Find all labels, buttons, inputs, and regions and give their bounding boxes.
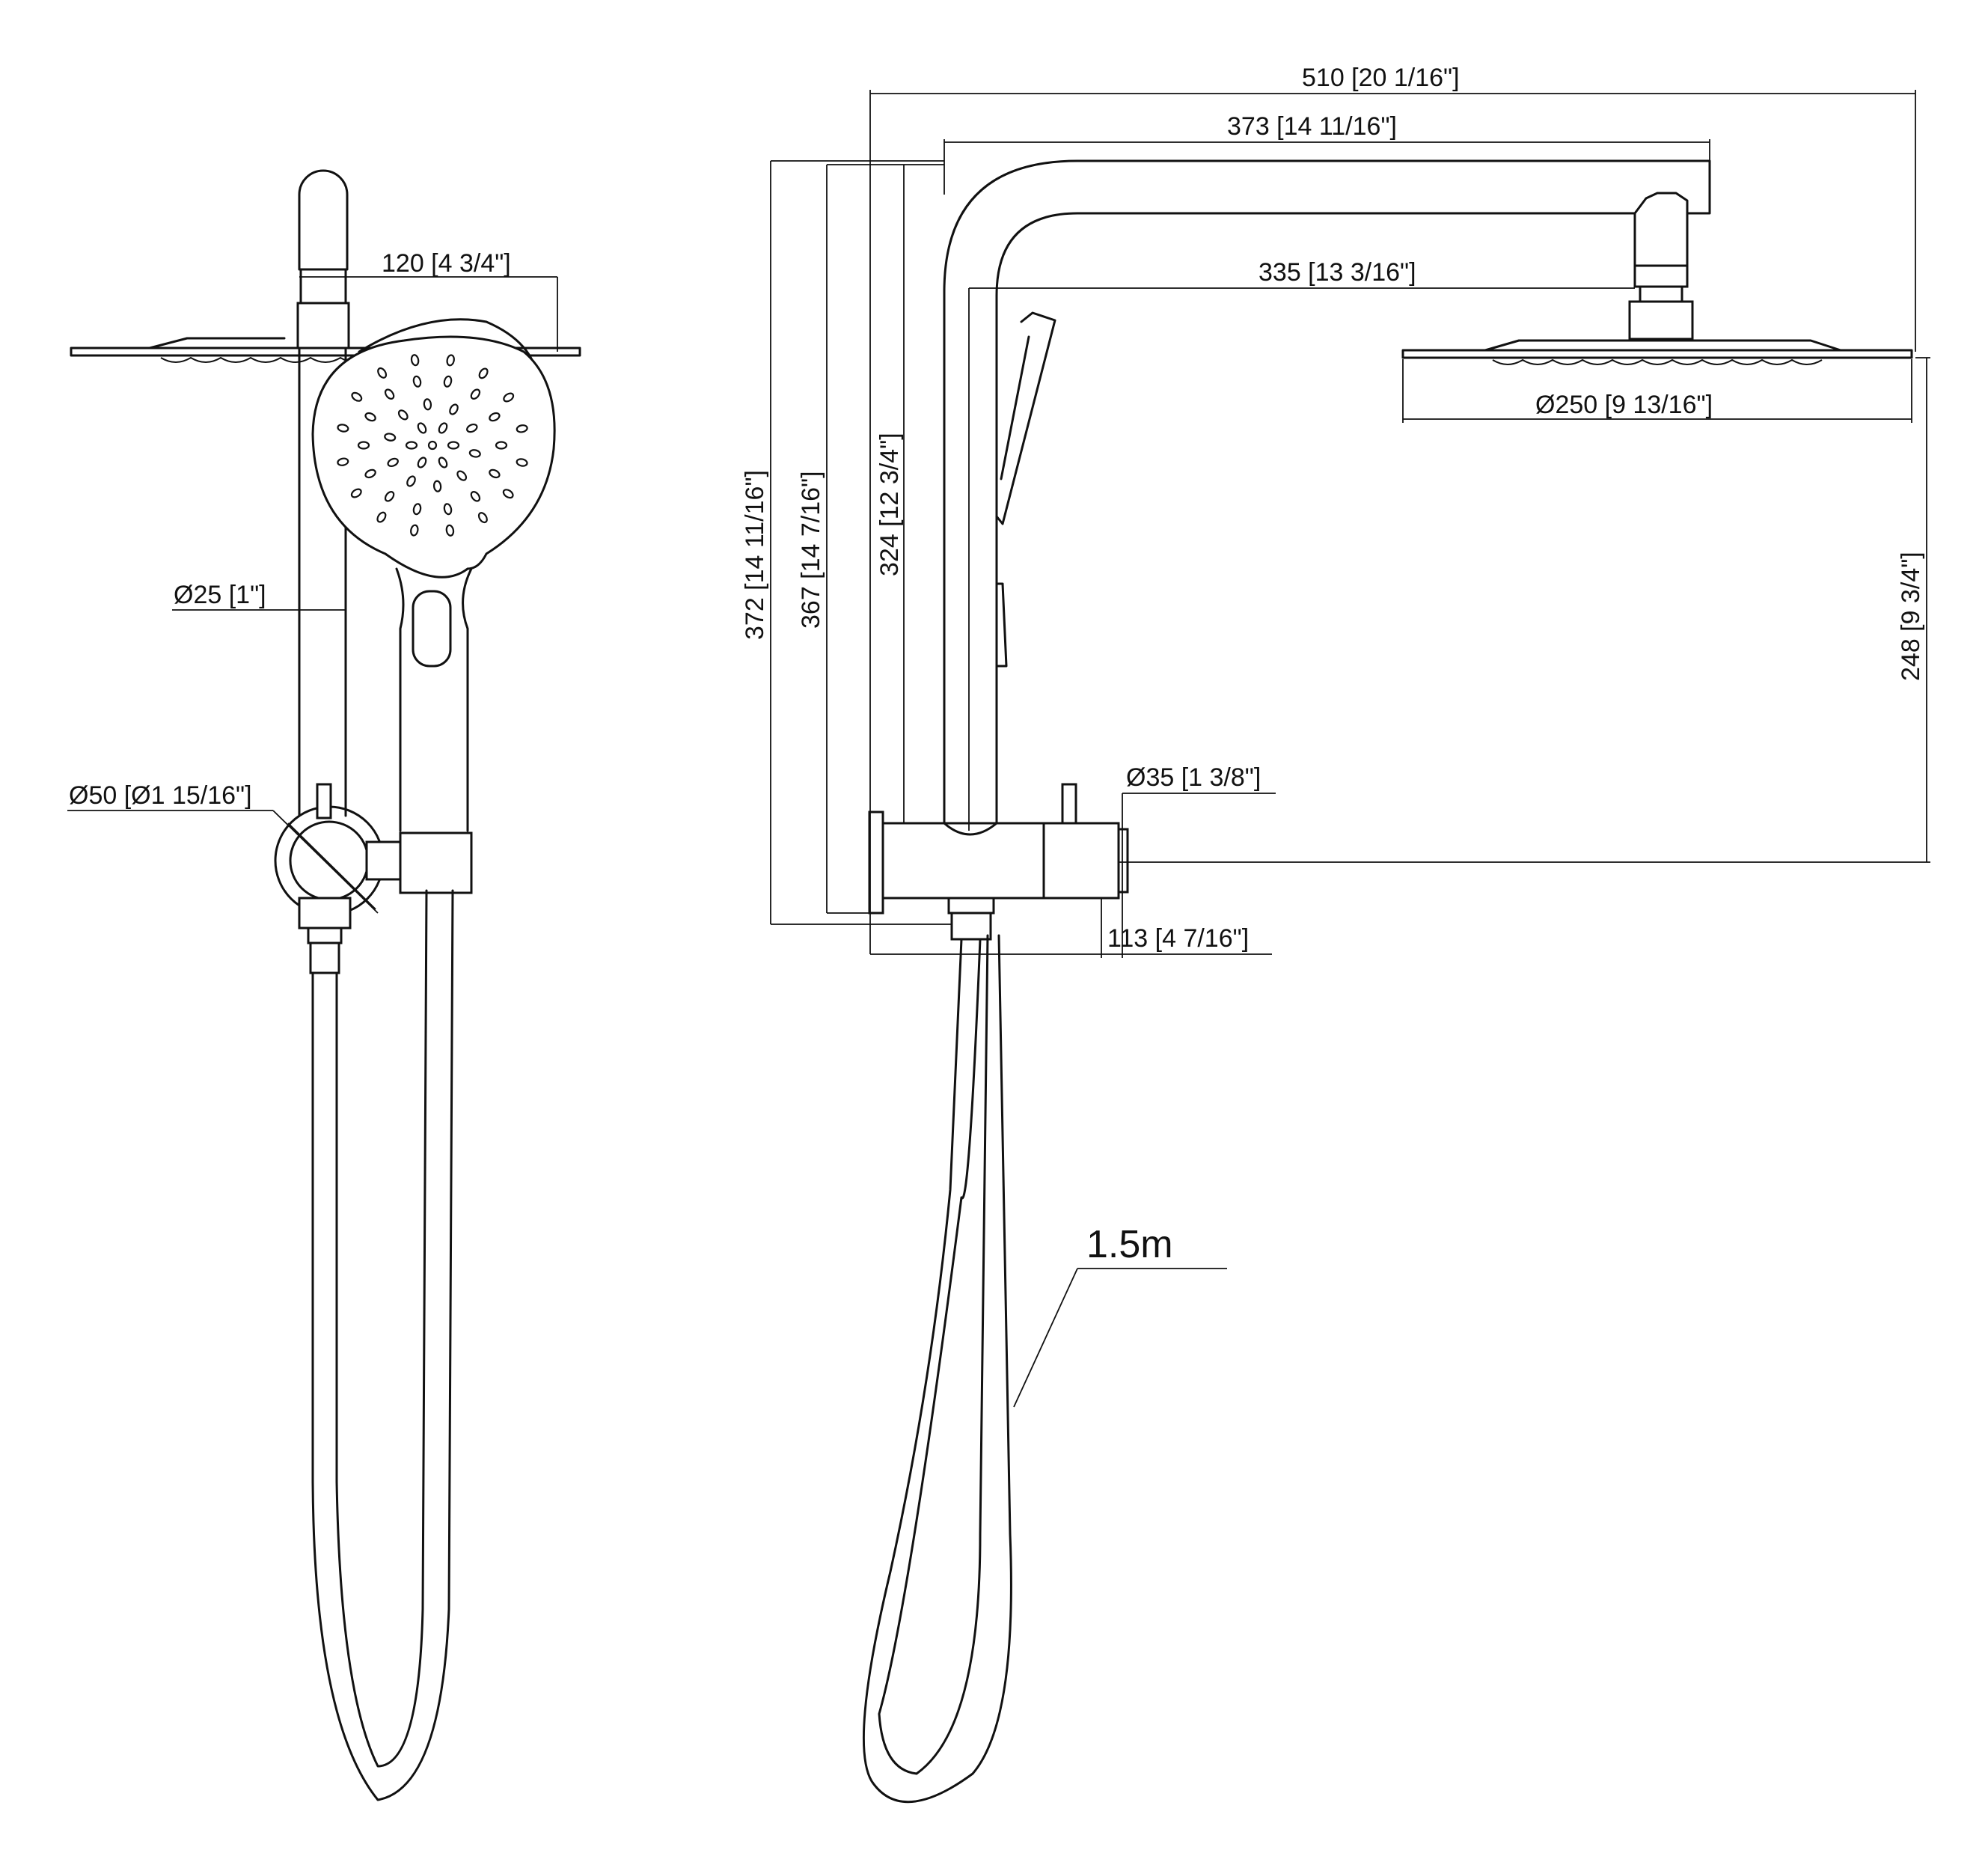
nozzle-hole <box>489 412 501 422</box>
nozzle-hole <box>477 512 488 524</box>
dim-250-label: Ø250 [9 13/16"] <box>1535 391 1713 419</box>
hose-length-label: 1.5m <box>1086 1223 1173 1266</box>
front-hose <box>311 889 454 1801</box>
nozzle-hole <box>427 440 438 451</box>
nozzle-hole <box>377 367 388 379</box>
side-hose <box>862 934 1012 1804</box>
nozzle-hole <box>384 491 395 502</box>
nozzle-hole <box>412 375 422 388</box>
dim-335-label: 335 [13 3/16"] <box>1258 258 1416 287</box>
nozzle-hole <box>446 354 455 367</box>
dim-50-label: Ø50 [Ø1 15/16"] <box>69 781 252 810</box>
nozzle-hole <box>456 470 468 481</box>
dim-510-label: 510 [20 1/16"] <box>1302 64 1460 92</box>
front-hand-shower <box>311 318 556 832</box>
nozzle-hole <box>438 457 448 468</box>
nozzle-hole <box>384 433 397 442</box>
nozzle-hole <box>417 422 427 434</box>
nozzle-hole <box>417 457 427 468</box>
nozzle-hole <box>357 441 370 450</box>
dim-35-label: Ø35 [1 3/8"] <box>1126 763 1261 792</box>
front-nozzle-pattern <box>337 354 528 537</box>
nozzle-hole <box>337 457 349 466</box>
side-mixer <box>868 783 1129 941</box>
nozzle-hole <box>516 424 528 433</box>
nozzle-hole <box>384 388 395 400</box>
side-arm <box>943 159 1711 832</box>
nozzle-hole <box>432 480 442 492</box>
nozzle-hole <box>516 458 528 467</box>
side-rain-head <box>1401 339 1913 365</box>
dim-373-label: 373 [14 11/16"] <box>1227 112 1397 141</box>
nozzle-hole <box>495 441 508 450</box>
dim-120-label: 120 [4 3/4"] <box>382 249 511 278</box>
front-bracket <box>274 783 473 974</box>
nozzle-hole <box>405 441 418 450</box>
dim-113-label: 113 [4 7/16"] <box>1107 924 1249 953</box>
nozzle-hole <box>410 354 420 367</box>
front-view <box>67 169 581 1801</box>
nozzle-hole <box>397 409 409 421</box>
nozzle-hole <box>364 412 376 422</box>
side-hand-shower <box>995 311 1056 668</box>
nozzle-hole <box>337 424 349 433</box>
nozzle-hole <box>445 524 455 537</box>
nozzle-hole <box>387 457 399 468</box>
nozzle-hole <box>364 468 376 479</box>
dim-372-label: 372 [14 11/16"] <box>741 470 769 640</box>
nozzle-hole <box>470 491 481 502</box>
dim-25-label: Ø25 [1"] <box>174 581 266 609</box>
nozzle-hole <box>466 423 478 433</box>
dim-367-label: 367 [14 7/16"] <box>797 471 825 629</box>
nozzle-hole <box>351 391 363 402</box>
nozzle-hole <box>410 524 419 537</box>
nozzle-hole <box>423 398 432 411</box>
nozzle-hole <box>503 392 515 403</box>
side-view <box>770 90 1930 1804</box>
dim-248-label: 248 [9 3/4"] <box>1897 552 1925 681</box>
nozzle-hole <box>449 403 459 415</box>
nozzle-hole <box>468 449 481 458</box>
nozzle-hole <box>478 367 489 379</box>
front-dimension-lines <box>67 276 558 914</box>
nozzle-hole <box>412 503 422 516</box>
dim-324-label: 324 [12 3/4"] <box>875 433 904 576</box>
nozzle-hole <box>489 468 501 479</box>
nozzle-hole <box>443 375 453 388</box>
nozzle-hole <box>443 503 453 516</box>
nozzle-hole <box>502 489 514 499</box>
nozzle-hole <box>470 388 481 400</box>
side-dimension-lines <box>770 90 1930 1408</box>
nozzle-hole <box>376 511 387 523</box>
nozzle-hole <box>447 441 460 450</box>
nozzle-hole <box>350 488 362 498</box>
dimension-labels: 120 [4 3/4"] Ø25 [1"] Ø50 [Ø1 15/16"] 51… <box>69 64 1925 1266</box>
nozzle-hole <box>406 475 416 487</box>
nozzle-hole <box>438 422 448 434</box>
